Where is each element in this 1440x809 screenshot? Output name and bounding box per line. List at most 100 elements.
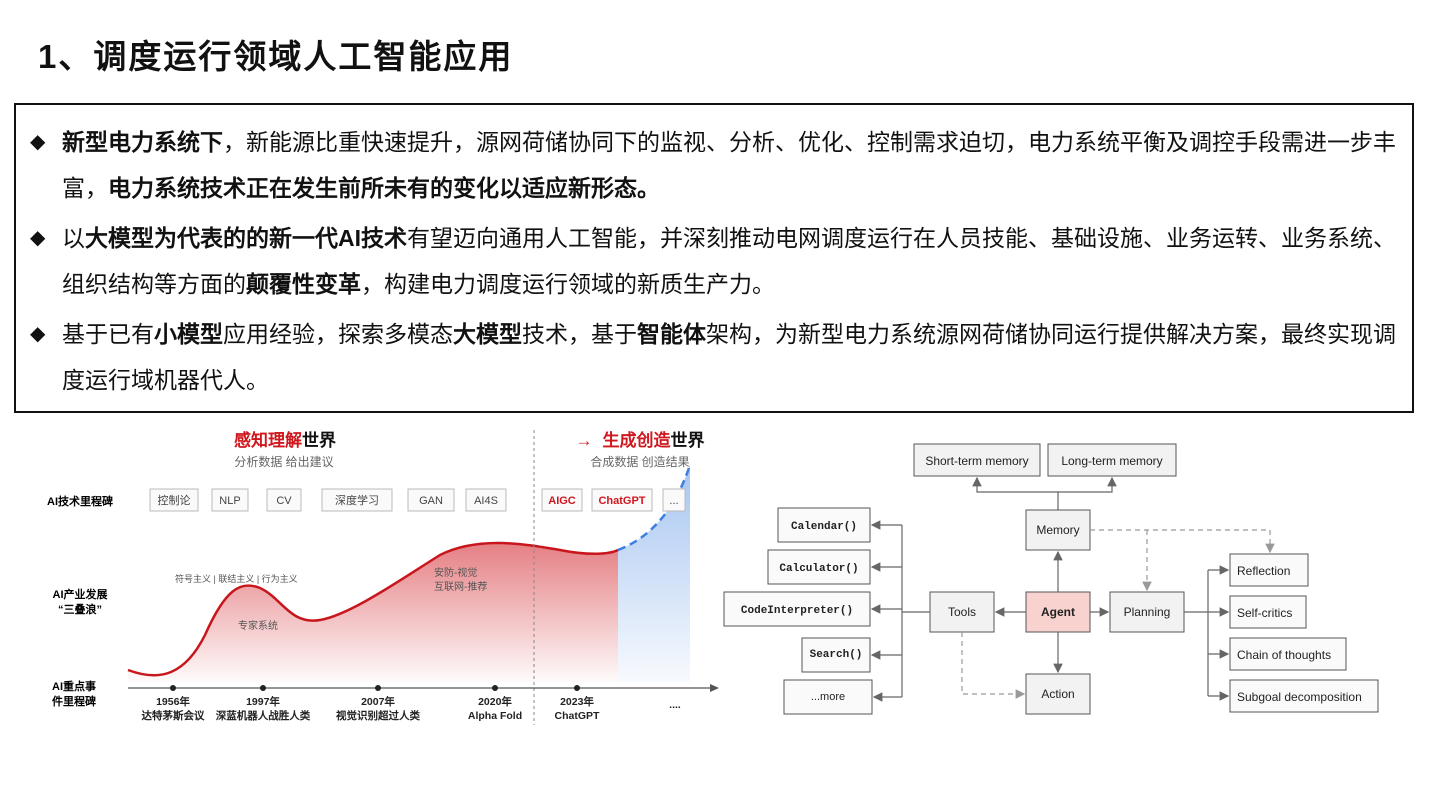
tech-tag-label: AI4S bbox=[474, 495, 498, 507]
tech-tag bbox=[321, 488, 393, 512]
bullet-text: 基于已有小模型应用经验，探索多模态大模型技术，基于智能体架构，为新型电力系统源网… bbox=[30, 311, 1400, 403]
diamond-icon: ◆ bbox=[30, 131, 46, 153]
summary-box: ◆ 新型电力系统下，新能源比重快速提升，源网荷储协同下的监视、分析、优化、控制需… bbox=[14, 103, 1414, 413]
tech-tag-label: CV bbox=[276, 495, 292, 507]
bullet-2: ◆ 以大模型为代表的的新一代AI技术有望迈向通用人工智能，并深刻推动电网调度运行… bbox=[30, 215, 1400, 307]
agent-architecture-diagram: .node { fill:#f2f2f2; stroke:#555; strok… bbox=[723, 443, 1379, 715]
wave-label: 符号主义 | 联结主义 | 行为主义 bbox=[175, 573, 298, 584]
bullet-1: ◆ 新型电力系统下，新能源比重快速提升，源网荷储协同下的监视、分析、优化、控制需… bbox=[30, 119, 1400, 211]
memory-to-long-arrow bbox=[1058, 476, 1117, 493]
bullet-text: 新型电力系统下，新能源比重快速提升，源网荷储协同下的监视、分析、优化、控制需求迫… bbox=[30, 119, 1400, 211]
action-label: Action bbox=[1041, 687, 1074, 701]
row-label-waves: “三叠浪” bbox=[58, 602, 102, 616]
tech-tag bbox=[407, 488, 455, 512]
tech-tag bbox=[541, 488, 583, 512]
memory-to-short-arrow bbox=[972, 476, 1059, 510]
bullet-text-bold: 颠覆性变革 bbox=[246, 271, 361, 297]
tech-tag bbox=[662, 488, 686, 512]
page-title: 1、调度运行领域人工智能应用 bbox=[38, 38, 514, 75]
event-year: 2020年 bbox=[478, 695, 512, 708]
long-term-memory-label: Long-term memory bbox=[1061, 454, 1162, 468]
tool-item-label: Calculator() bbox=[779, 563, 858, 575]
wave-line bbox=[127, 541, 619, 677]
long-term-memory-node bbox=[1047, 443, 1177, 477]
event-dot bbox=[170, 685, 176, 691]
bullet-3: ◆ 基于已有小模型应用经验，探索多模态大模型技术，基于智能体架构，为新型电力系统… bbox=[30, 311, 1400, 403]
tech-tag bbox=[149, 488, 199, 512]
future-area bbox=[618, 465, 690, 682]
event-year: 1997年 bbox=[246, 695, 280, 708]
tech-tag-label: ... bbox=[669, 495, 678, 507]
event-dot bbox=[574, 685, 580, 691]
header-left: 感知理解世界 bbox=[234, 430, 336, 450]
event-year: 2007年 bbox=[361, 695, 395, 708]
wave-label: 专家系统 bbox=[238, 619, 278, 632]
bullet-text-bold: 电力系统技术正在发生前所未有的变化以适应新形态。 bbox=[108, 175, 660, 201]
event-year: .... bbox=[669, 699, 681, 711]
bullet-text-normal: 技术，基于 bbox=[522, 321, 637, 347]
planning-item-node bbox=[1229, 553, 1309, 587]
planning-item-node bbox=[1229, 595, 1307, 629]
event-dot bbox=[492, 685, 498, 691]
planning-item-label: Reflection bbox=[1237, 564, 1290, 578]
bullet-text-bold: 大模型 bbox=[453, 321, 522, 347]
row-label-milestones: AI技术里程碑 bbox=[47, 494, 113, 508]
bullet-text-normal: 有望迈向通用人工智能，并深刻推动电网调度运行在人员技能、基础设施、业务运转、业务… bbox=[62, 225, 1396, 297]
tech-tag bbox=[266, 488, 302, 512]
bullet-text-normal: ，构建电力调度运行领域的新质生产力。 bbox=[361, 271, 775, 297]
planning-node bbox=[1109, 591, 1185, 633]
tool-item-node bbox=[801, 637, 871, 673]
row-label-events: AI重点事 bbox=[52, 679, 96, 693]
event-year: 1956年 bbox=[156, 695, 190, 708]
bullet-text-bold: 小模型 bbox=[154, 321, 223, 347]
event-desc: 深蓝机器人战胜人类 bbox=[216, 709, 311, 722]
bullet-text-normal: 基于已有 bbox=[62, 321, 154, 347]
tools-node bbox=[929, 591, 995, 633]
memory-node bbox=[1025, 509, 1091, 551]
bullet-text-normal: 应用经验，探索多模态 bbox=[223, 321, 453, 347]
planning-trunk-line bbox=[1184, 570, 1209, 696]
tool-item-label: Search() bbox=[810, 649, 863, 661]
tech-tag bbox=[591, 488, 653, 512]
tech-tag-label: ChatGPT bbox=[598, 495, 645, 507]
axis-arrow-icon bbox=[710, 684, 719, 692]
tool-item-node bbox=[783, 679, 873, 715]
agent-node bbox=[1025, 591, 1091, 633]
header-right-sub: 合成数据 创造结果 bbox=[590, 454, 689, 469]
memory-to-reflection-dashed bbox=[1090, 529, 1275, 554]
row-label-events: 件里程碑 bbox=[52, 694, 96, 708]
bullet-text-bold: 大模型为代表的的新一代AI技术 bbox=[85, 225, 407, 251]
diamond-icon: ◆ bbox=[30, 227, 46, 249]
header-left-sub: 分析数据 给出建议 bbox=[234, 454, 333, 469]
tech-tag bbox=[465, 488, 507, 512]
future-line bbox=[617, 464, 692, 552]
action-node bbox=[1025, 673, 1091, 715]
tool-item-node bbox=[723, 591, 871, 627]
header-right: →生成创造世界 bbox=[576, 430, 705, 450]
planning-item-node bbox=[1229, 637, 1347, 671]
event-dot bbox=[260, 685, 266, 691]
memory-label: Memory bbox=[1036, 523, 1079, 537]
short-term-memory-label: Short-term memory bbox=[925, 454, 1028, 468]
bullet-text-normal: ，新能源比重快速提升，源网荷储协同下的监视、分析、优化、控制需求迫切，电力系统平… bbox=[62, 129, 1396, 201]
planning-label: Planning bbox=[1124, 605, 1171, 619]
tech-tag-label: GAN bbox=[419, 495, 443, 507]
wave-area bbox=[128, 543, 618, 682]
event-desc: ChatGPT bbox=[555, 710, 601, 722]
event-desc: Alpha Fold bbox=[468, 710, 522, 722]
event-year: 2023年 bbox=[560, 695, 594, 708]
bullet-text-bold: 新型电力系统下 bbox=[62, 129, 223, 155]
bullet-text-normal: 以 bbox=[62, 225, 85, 251]
tool-trunk-line bbox=[901, 525, 930, 697]
planning-item-label: Subgoal decomposition bbox=[1237, 690, 1362, 704]
planning-item-label: Self-critics bbox=[1237, 606, 1292, 620]
planning-item-label: Chain of thoughts bbox=[1237, 648, 1331, 662]
bullet-text: 以大模型为代表的的新一代AI技术有望迈向通用人工智能，并深刻推动电网调度运行在人… bbox=[30, 215, 1400, 307]
tech-tag-label: 深度学习 bbox=[335, 493, 379, 507]
tech-tag-label: AIGC bbox=[548, 495, 576, 507]
event-desc: 达特茅斯会议 bbox=[142, 709, 205, 722]
diamond-icon: ◆ bbox=[30, 323, 46, 345]
event-desc: 视觉识别超过人类 bbox=[336, 709, 420, 722]
tool-item-label: ...more bbox=[811, 691, 845, 703]
tech-tag-label: NLP bbox=[219, 495, 240, 507]
